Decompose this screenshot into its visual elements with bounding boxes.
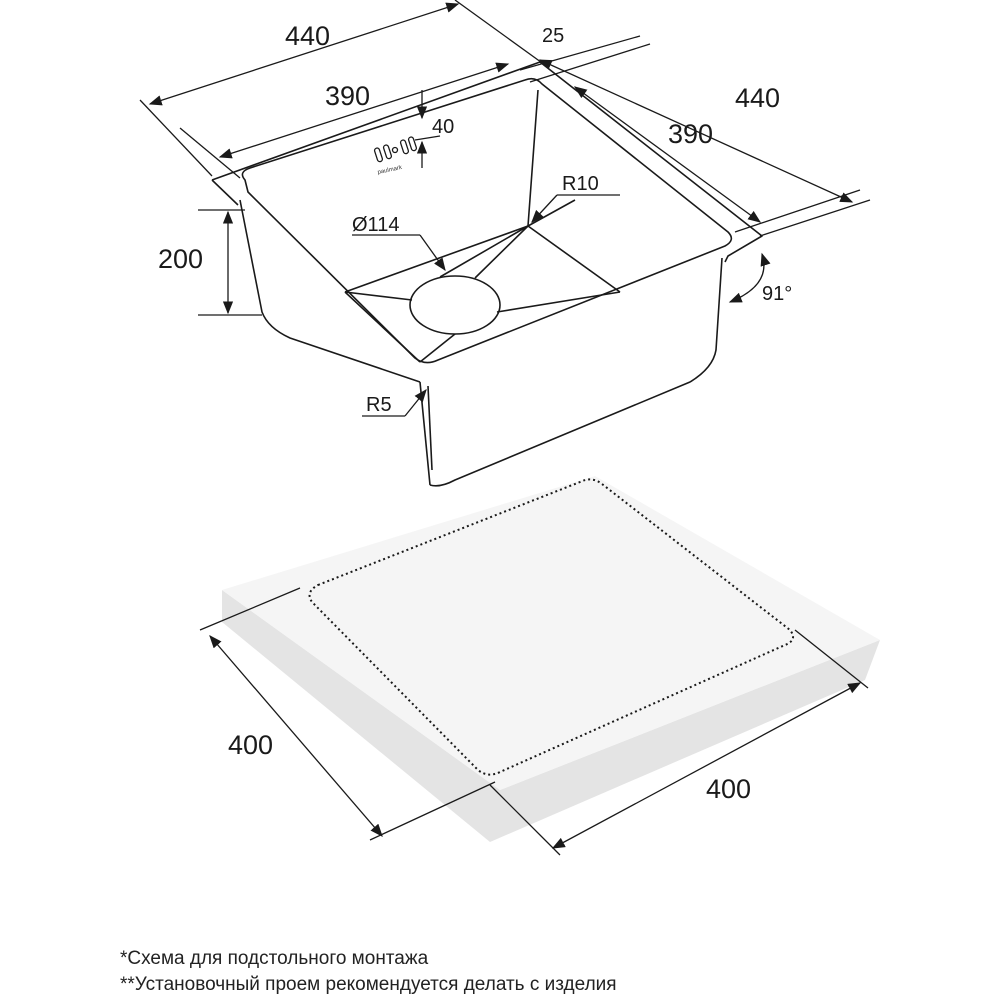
cutout-dimensions [199,587,869,856]
dim-drain-diameter: Ø114 [352,214,399,236]
dim-outer-width: 440 [285,21,330,51]
dimension-lines [139,0,871,417]
dim-radius-bottom: R10 [562,173,599,195]
dim-cutout-right: 400 [706,774,751,804]
dim-angle: 91° [762,283,792,305]
dim-tap-offset: 40 [432,116,454,138]
dim-inner-depth: 390 [668,119,713,149]
dim-rim: 25 [542,25,564,47]
note-cutout: **Установочный проем рекомендуется делат… [120,974,617,995]
dim-height: 200 [158,244,203,274]
countertop [222,476,880,842]
brand-logo: paulmark [377,165,403,176]
dim-inner-width: 390 [325,81,370,111]
dim-outer-depth: 440 [735,83,780,113]
dim-cutout-left: 400 [228,730,273,760]
dim-radius-side: R5 [366,394,392,416]
note-undermount: *Схема для подстольного монтажа [120,948,429,969]
